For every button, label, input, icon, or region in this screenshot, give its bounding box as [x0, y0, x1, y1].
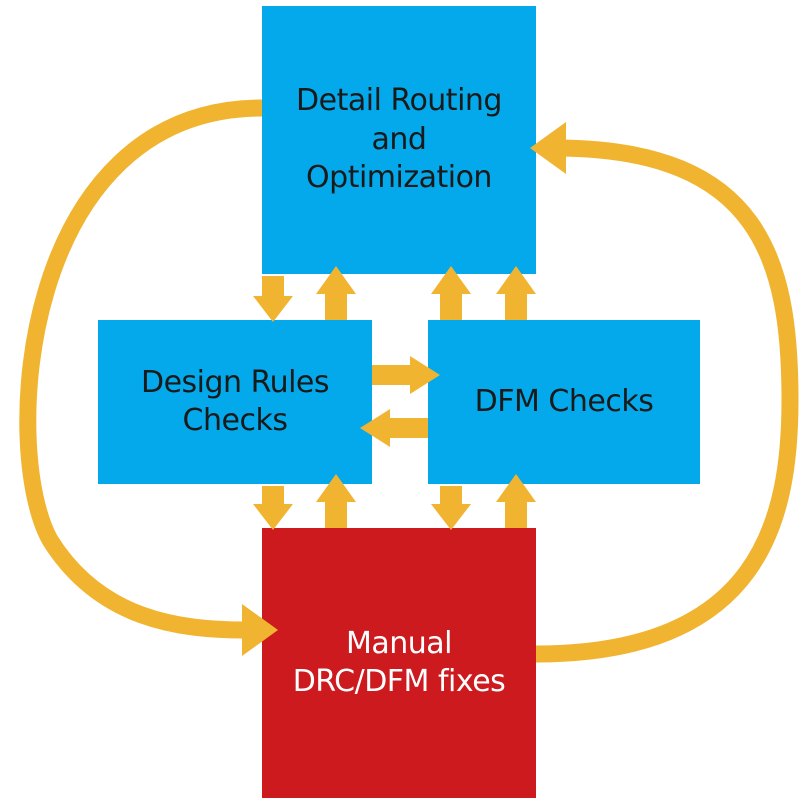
loop-arrow-left-head	[242, 604, 278, 656]
arrow-drc-to-dfm	[372, 356, 440, 394]
manual-fixes-box	[262, 528, 536, 798]
arrow-manual-to-dfm	[496, 474, 536, 528]
arrow-dfm-to-drc	[360, 409, 428, 447]
arrow-drc-to-routing	[316, 266, 356, 320]
dfm-checks-box	[428, 320, 700, 484]
detail-routing-text: Detail Routing and Optimization	[296, 83, 502, 196]
arrow-routing-to-drc	[253, 276, 293, 322]
detail-routing-label: Detail Routing and Optimization	[262, 6, 536, 274]
loop-arrow-right-head	[530, 122, 566, 174]
arrow-dfm-to-routing-2	[496, 266, 536, 320]
arrow-dfm-to-routing-1	[431, 266, 471, 320]
manual-fixes-label: Manual DRC/DFM fixes	[262, 528, 536, 798]
arrow-manual-to-drc	[316, 474, 356, 528]
arrow-drc-to-manual	[253, 486, 293, 530]
dfm-checks-label: DFM Checks	[428, 320, 700, 484]
dfm-checks-text: DFM Checks	[474, 383, 654, 419]
design-rules-label: Design Rules Checks	[98, 320, 372, 484]
design-rules-text: Design Rules Checks	[140, 364, 330, 438]
loop-arrow-right	[535, 139, 799, 663]
detail-routing-box	[262, 6, 536, 274]
arrow-dfm-to-manual	[431, 486, 471, 530]
design-rules-box	[98, 320, 372, 484]
loop-arrow-left	[19, 99, 263, 639]
manual-fixes-text: Manual DRC/DFM fixes	[292, 625, 506, 699]
